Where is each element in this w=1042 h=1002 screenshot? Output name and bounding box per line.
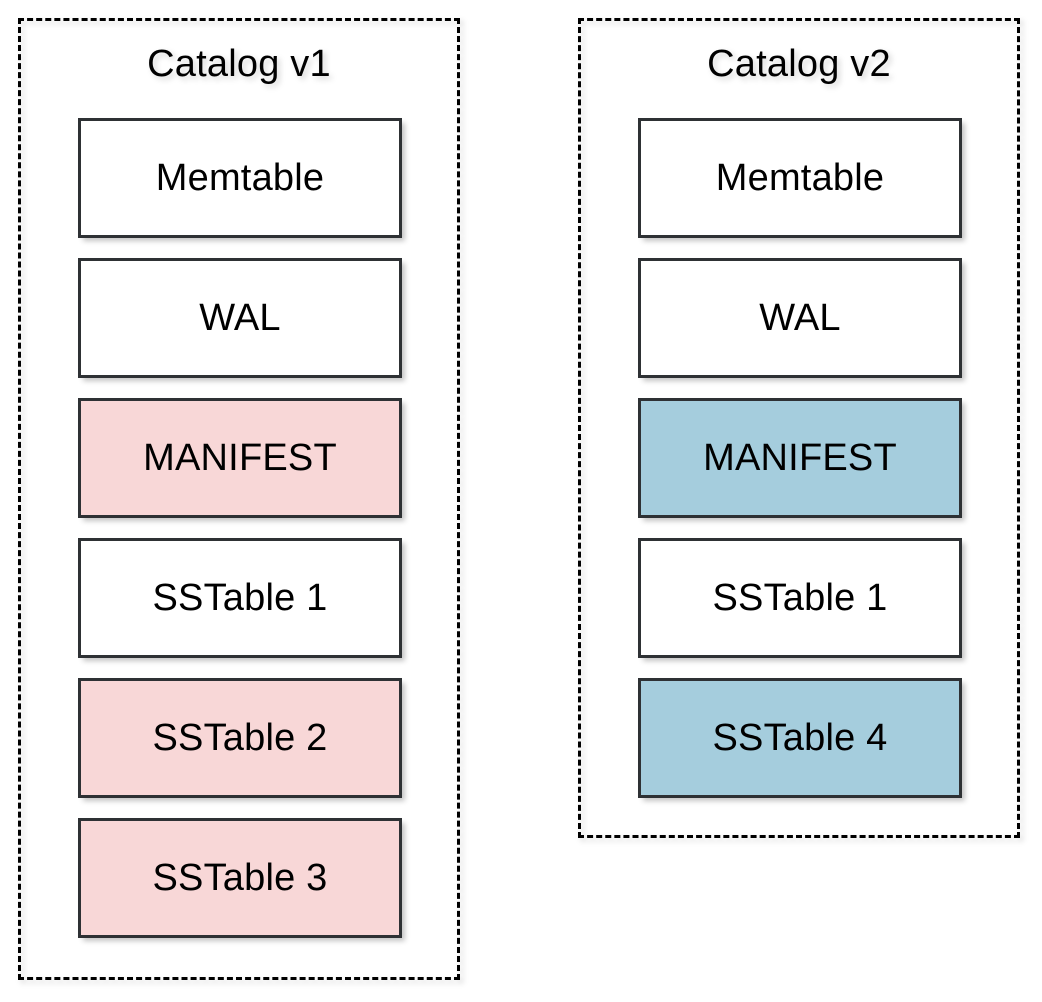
panel-title-catalog-v1: Catalog v1 <box>147 43 331 85</box>
box-label: WAL <box>759 297 841 339</box>
box-sstable-1-v2[interactable]: SSTable 1 <box>638 538 962 658</box>
box-sstable-2-v1[interactable]: SSTable 2 <box>78 678 402 798</box>
stack-catalog-v2: Memtable WAL MANIFEST SSTable 1 SSTable … <box>638 118 962 798</box>
box-wal-v1[interactable]: WAL <box>78 258 402 378</box>
box-manifest-v2[interactable]: MANIFEST <box>638 398 962 518</box>
box-sstable-1-v1[interactable]: SSTable 1 <box>78 538 402 658</box>
box-label: SSTable 3 <box>152 857 328 899</box>
box-sstable-3-v1[interactable]: SSTable 3 <box>78 818 402 938</box>
box-label: MANIFEST <box>703 437 897 479</box>
box-manifest-v1[interactable]: MANIFEST <box>78 398 402 518</box>
box-sstable-4-v2[interactable]: SSTable 4 <box>638 678 962 798</box>
box-label: Memtable <box>715 157 885 199</box>
box-memtable-v1[interactable]: Memtable <box>78 118 402 238</box>
box-label: WAL <box>199 297 281 339</box>
box-memtable-v2[interactable]: Memtable <box>638 118 962 238</box>
stack-catalog-v1: Memtable WAL MANIFEST SSTable 1 SSTable … <box>78 118 402 938</box>
box-label: SSTable 2 <box>152 717 328 759</box>
panel-catalog-v1[interactable]: Catalog v1 <box>18 18 460 980</box>
box-label: Memtable <box>155 157 325 199</box>
box-label: SSTable 1 <box>152 577 328 619</box>
panel-catalog-v2[interactable]: Catalog v2 <box>578 18 1020 838</box>
box-label: SSTable 4 <box>712 717 888 759</box>
box-label: MANIFEST <box>143 437 337 479</box>
box-wal-v2[interactable]: WAL <box>638 258 962 378</box>
box-label: SSTable 1 <box>712 577 888 619</box>
panel-title-catalog-v2: Catalog v2 <box>707 43 891 85</box>
